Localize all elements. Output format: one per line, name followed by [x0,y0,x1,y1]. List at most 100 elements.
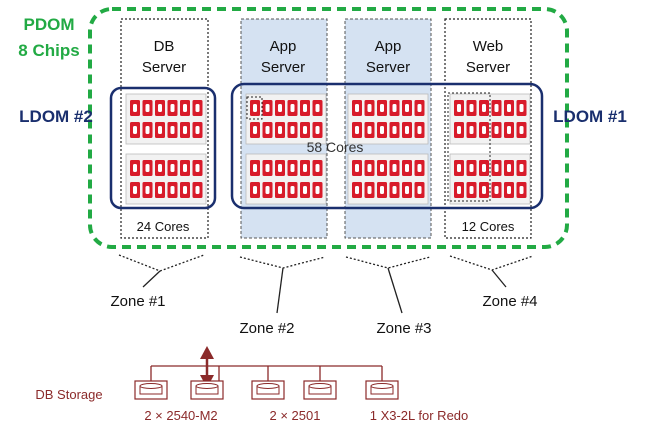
cpu-core-slot [278,186,282,194]
cpu-core-slot [183,186,187,194]
cpu-core-slot [158,104,162,112]
cpu-core-slot [303,164,307,172]
cpu-core-slot [183,126,187,134]
cpu-core-slot [494,186,499,194]
cpu-core-slot [315,164,320,172]
cpu-core-slot [278,104,282,112]
web-server-column [444,18,532,239]
web-server-label-line2: Server [466,59,510,76]
zone4-core-subset-box [447,92,491,202]
cpu-core-slot [507,126,511,134]
cpu-core-slot [195,164,200,172]
cpu-core-slot [519,126,524,134]
cpu-core-slot [265,186,270,194]
web-server-label-line1: Web [473,38,504,55]
cpu-core-slot [457,164,461,172]
disk-top [256,383,280,389]
cpu-core-slot [145,164,150,172]
chip-groups [125,93,531,205]
cpu-core-slot [392,104,397,112]
cpu-core-slot [380,126,384,134]
cpu-core-slot [507,186,511,194]
cpu-core-slot [158,186,162,194]
cpu-core-slot [290,186,295,194]
cpu-core-slot [519,164,524,172]
zone3-bracket [345,256,431,269]
disk-top [139,383,163,389]
cpu-core-slot [507,164,511,172]
cpu-core-slot [170,104,175,112]
cpu-core-slot [278,126,282,134]
cpu-core-slot [278,164,282,172]
storage-caption-x3-2l: 1 X3-2L for Redo [370,408,469,423]
cpu-core-slot [315,126,320,134]
cpu-core-slot [469,164,474,172]
storage-caption-2540: 2 × 2540-M2 [144,408,217,423]
ldom1-label: LDOM #1 [553,107,627,126]
disk-top [195,383,219,389]
cpu-core-slot [494,126,499,134]
cpu-core-slot [315,186,320,194]
zone1-pointer [142,270,161,288]
cpu-core-slot [494,164,499,172]
cpu-core-slot [405,186,409,194]
cpu-core-slot [457,104,461,112]
cpu-core-slot [195,186,200,194]
cpu-core-slot [457,126,461,134]
cpu-core-slot [417,164,422,172]
db-server-label-line1: DB [154,38,175,55]
zone4-pointer [491,269,507,288]
cpu-core-slot [265,164,270,172]
cpu-core-slot [133,126,137,134]
zone2-bracket [239,256,326,269]
cpu-core-slot [507,104,511,112]
db-server-column [120,18,209,239]
cpu-core-slot [482,126,486,134]
app-server2-label-line2: Server [366,59,410,76]
app-server2-label-line1: App [375,38,402,55]
cpu-core-slot [482,104,486,112]
cpu-core-slot [265,126,270,134]
zone-pointer-lines [142,267,507,314]
cpu-core-slot [519,186,524,194]
db-server-label-line2: Server [142,59,186,76]
cpu-core-slot [355,104,359,112]
cpu-core-slot [392,126,397,134]
ldom2-label: LDOM #2 [19,107,93,126]
pdom-boundary [88,7,569,249]
cpu-core-slot [367,186,372,194]
pdom-label: PDOM [24,15,75,34]
cpu-core-slot [253,164,257,172]
cpu-core-slot [170,186,175,194]
cpu-core-slot [494,104,499,112]
storage-bus [150,365,383,381]
cpu-core-slot [405,104,409,112]
cpu-core-slot [355,164,359,172]
cpu-core-slot [158,164,162,172]
disk-top [370,383,394,389]
zone2-pointer [276,267,284,314]
cpu-core-slot [367,104,372,112]
cpu-core-slot [417,186,422,194]
cpu-core-slot [380,164,384,172]
cpu-core-slot [355,186,359,194]
cpu-core-slot [145,126,150,134]
cpu-core-slot [392,164,397,172]
cpu-core-slot [482,186,486,194]
cpu-core-slot [253,126,257,134]
cpu-core-slot [417,104,422,112]
cpu-core-slot [145,104,150,112]
cpu-core-slot [303,104,307,112]
app-server1-label-line1: App [270,38,297,55]
cpu-core-slot [133,186,137,194]
cpu-core-slot [469,126,474,134]
cpu-core-slot [195,104,200,112]
zone3-pointer [387,267,403,314]
cpu-core-slot [392,186,397,194]
zone2-core-subset-box [246,96,263,120]
cpu-core-slot [145,186,150,194]
cpu-core-slot [315,104,320,112]
cpu-core-slot [405,164,409,172]
storage-disks [134,380,399,400]
